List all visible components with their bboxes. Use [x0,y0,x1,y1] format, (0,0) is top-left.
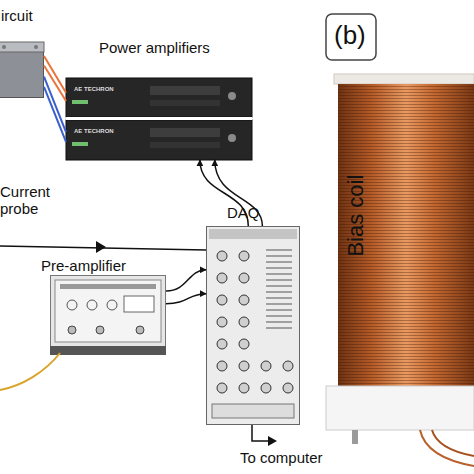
coil-flange [334,74,474,84]
display [124,296,154,312]
terminal-block [266,250,292,328]
probe-label: Current probe [0,183,62,218]
vent [150,142,220,148]
knob [87,300,97,310]
bnc-connector [96,326,104,334]
device-label: Power amplifiers [99,39,210,56]
signal-arrow [166,270,206,291]
bnc-connector [136,326,144,334]
signal-arrow [215,160,263,226]
brand-label: AE TECHRON [74,86,114,93]
knob [228,92,236,100]
knob [67,300,77,310]
panel-label-box [326,14,376,60]
box-lid [0,42,44,52]
vent [150,100,220,106]
footer-panel [212,404,294,418]
bnc-connector [68,326,76,334]
indicator [72,100,88,104]
screw [34,45,38,49]
bolt [352,430,358,444]
wire [44,87,66,142]
coil-base [326,386,474,430]
knob [228,134,236,142]
bnc-array [217,251,293,393]
amplifier-unit [66,78,252,117]
base [50,346,166,355]
coil-windings [338,84,474,386]
vent [150,86,220,95]
coil-lead [420,430,474,466]
knob [107,300,117,310]
coil-label: Bias coil [343,166,368,266]
coil-body [338,84,474,386]
brand-label: AE TECHRON [74,128,114,135]
arrow-head [96,241,106,253]
vent [150,128,220,137]
panel-label: (b) [334,21,366,51]
yellow-cable [0,353,60,390]
computer-label: To computer [240,449,323,466]
amplifier-unit [66,120,252,160]
front-panel [55,280,161,342]
panel-strip [209,229,297,239]
panel-strip [60,284,156,289]
signal-arrow [200,160,248,226]
device-label: DAQ [227,204,260,221]
screw [2,45,6,49]
unit-gap [66,117,252,120]
signal-arrow [166,294,206,304]
computer-link [252,425,270,441]
wire [44,77,66,132]
arrow-head [268,436,277,446]
device-label: ircuit [1,7,33,24]
device-label: Pre-amplifier [41,257,126,274]
indicator [72,142,88,146]
coil-lead [432,430,474,456]
